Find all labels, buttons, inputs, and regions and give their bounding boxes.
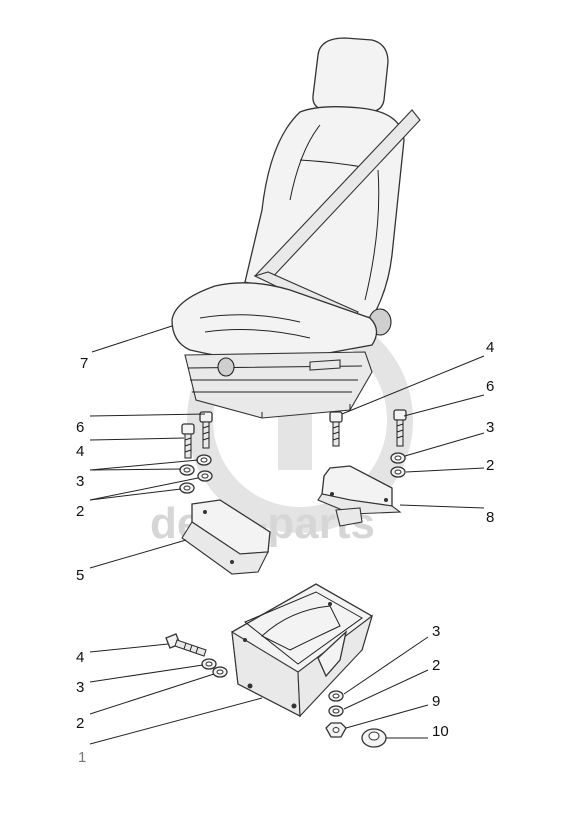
washer-lower-right-3[interactable] [328,690,344,702]
callout-1: 1 [78,749,86,766]
callout-labels: 7 4 6 6 4 3 3 2 2 8 5 4 3 2 3 2 9 10 1 [76,339,494,766]
callout-3: 3 [76,473,84,490]
washer-right-2[interactable] [390,466,406,478]
callout-3: 3 [432,623,440,640]
callout-2: 2 [76,715,84,732]
base-frame-1[interactable] [231,583,373,718]
callout-8: 8 [486,509,494,526]
callout-3: 3 [486,419,494,436]
callout-5: 5 [76,567,84,584]
callout-6: 6 [76,419,84,436]
callout-7: 7 [80,355,88,372]
callout-2: 2 [432,657,440,674]
callout-9: 9 [432,693,440,710]
bolt-right-6[interactable] [393,409,407,447]
callout-2: 2 [486,457,494,474]
callout-4: 4 [486,339,494,356]
washer-bottom-3[interactable] [201,658,217,670]
washer-right-3[interactable] [390,452,406,464]
washer-left-3-bottom[interactable] [179,464,195,476]
bracket-right-8[interactable] [317,465,402,527]
callout-10: 10 [432,723,449,740]
bolt-left-4[interactable] [181,423,195,459]
nut-9[interactable] [325,722,347,738]
callout-2: 2 [76,503,84,520]
callout-3: 3 [76,679,84,696]
washer-left-3-top[interactable] [196,454,212,466]
washer-left-2-bottom[interactable] [179,482,195,494]
cap-nut-10[interactable] [361,728,387,748]
callout-6: 6 [486,378,494,395]
bolt-bottom-4[interactable] [165,633,207,657]
callout-4: 4 [76,443,84,460]
washer-lower-right-2[interactable] [328,705,344,717]
washer-left-2-top[interactable] [197,470,213,482]
callout-4: 4 [76,649,84,666]
leader-lines [89,325,485,745]
washer-bottom-2[interactable] [212,666,228,678]
seat-assembly[interactable] [171,37,421,419]
bolt-right-4[interactable] [329,411,343,447]
bracket-left-5[interactable] [181,499,271,575]
